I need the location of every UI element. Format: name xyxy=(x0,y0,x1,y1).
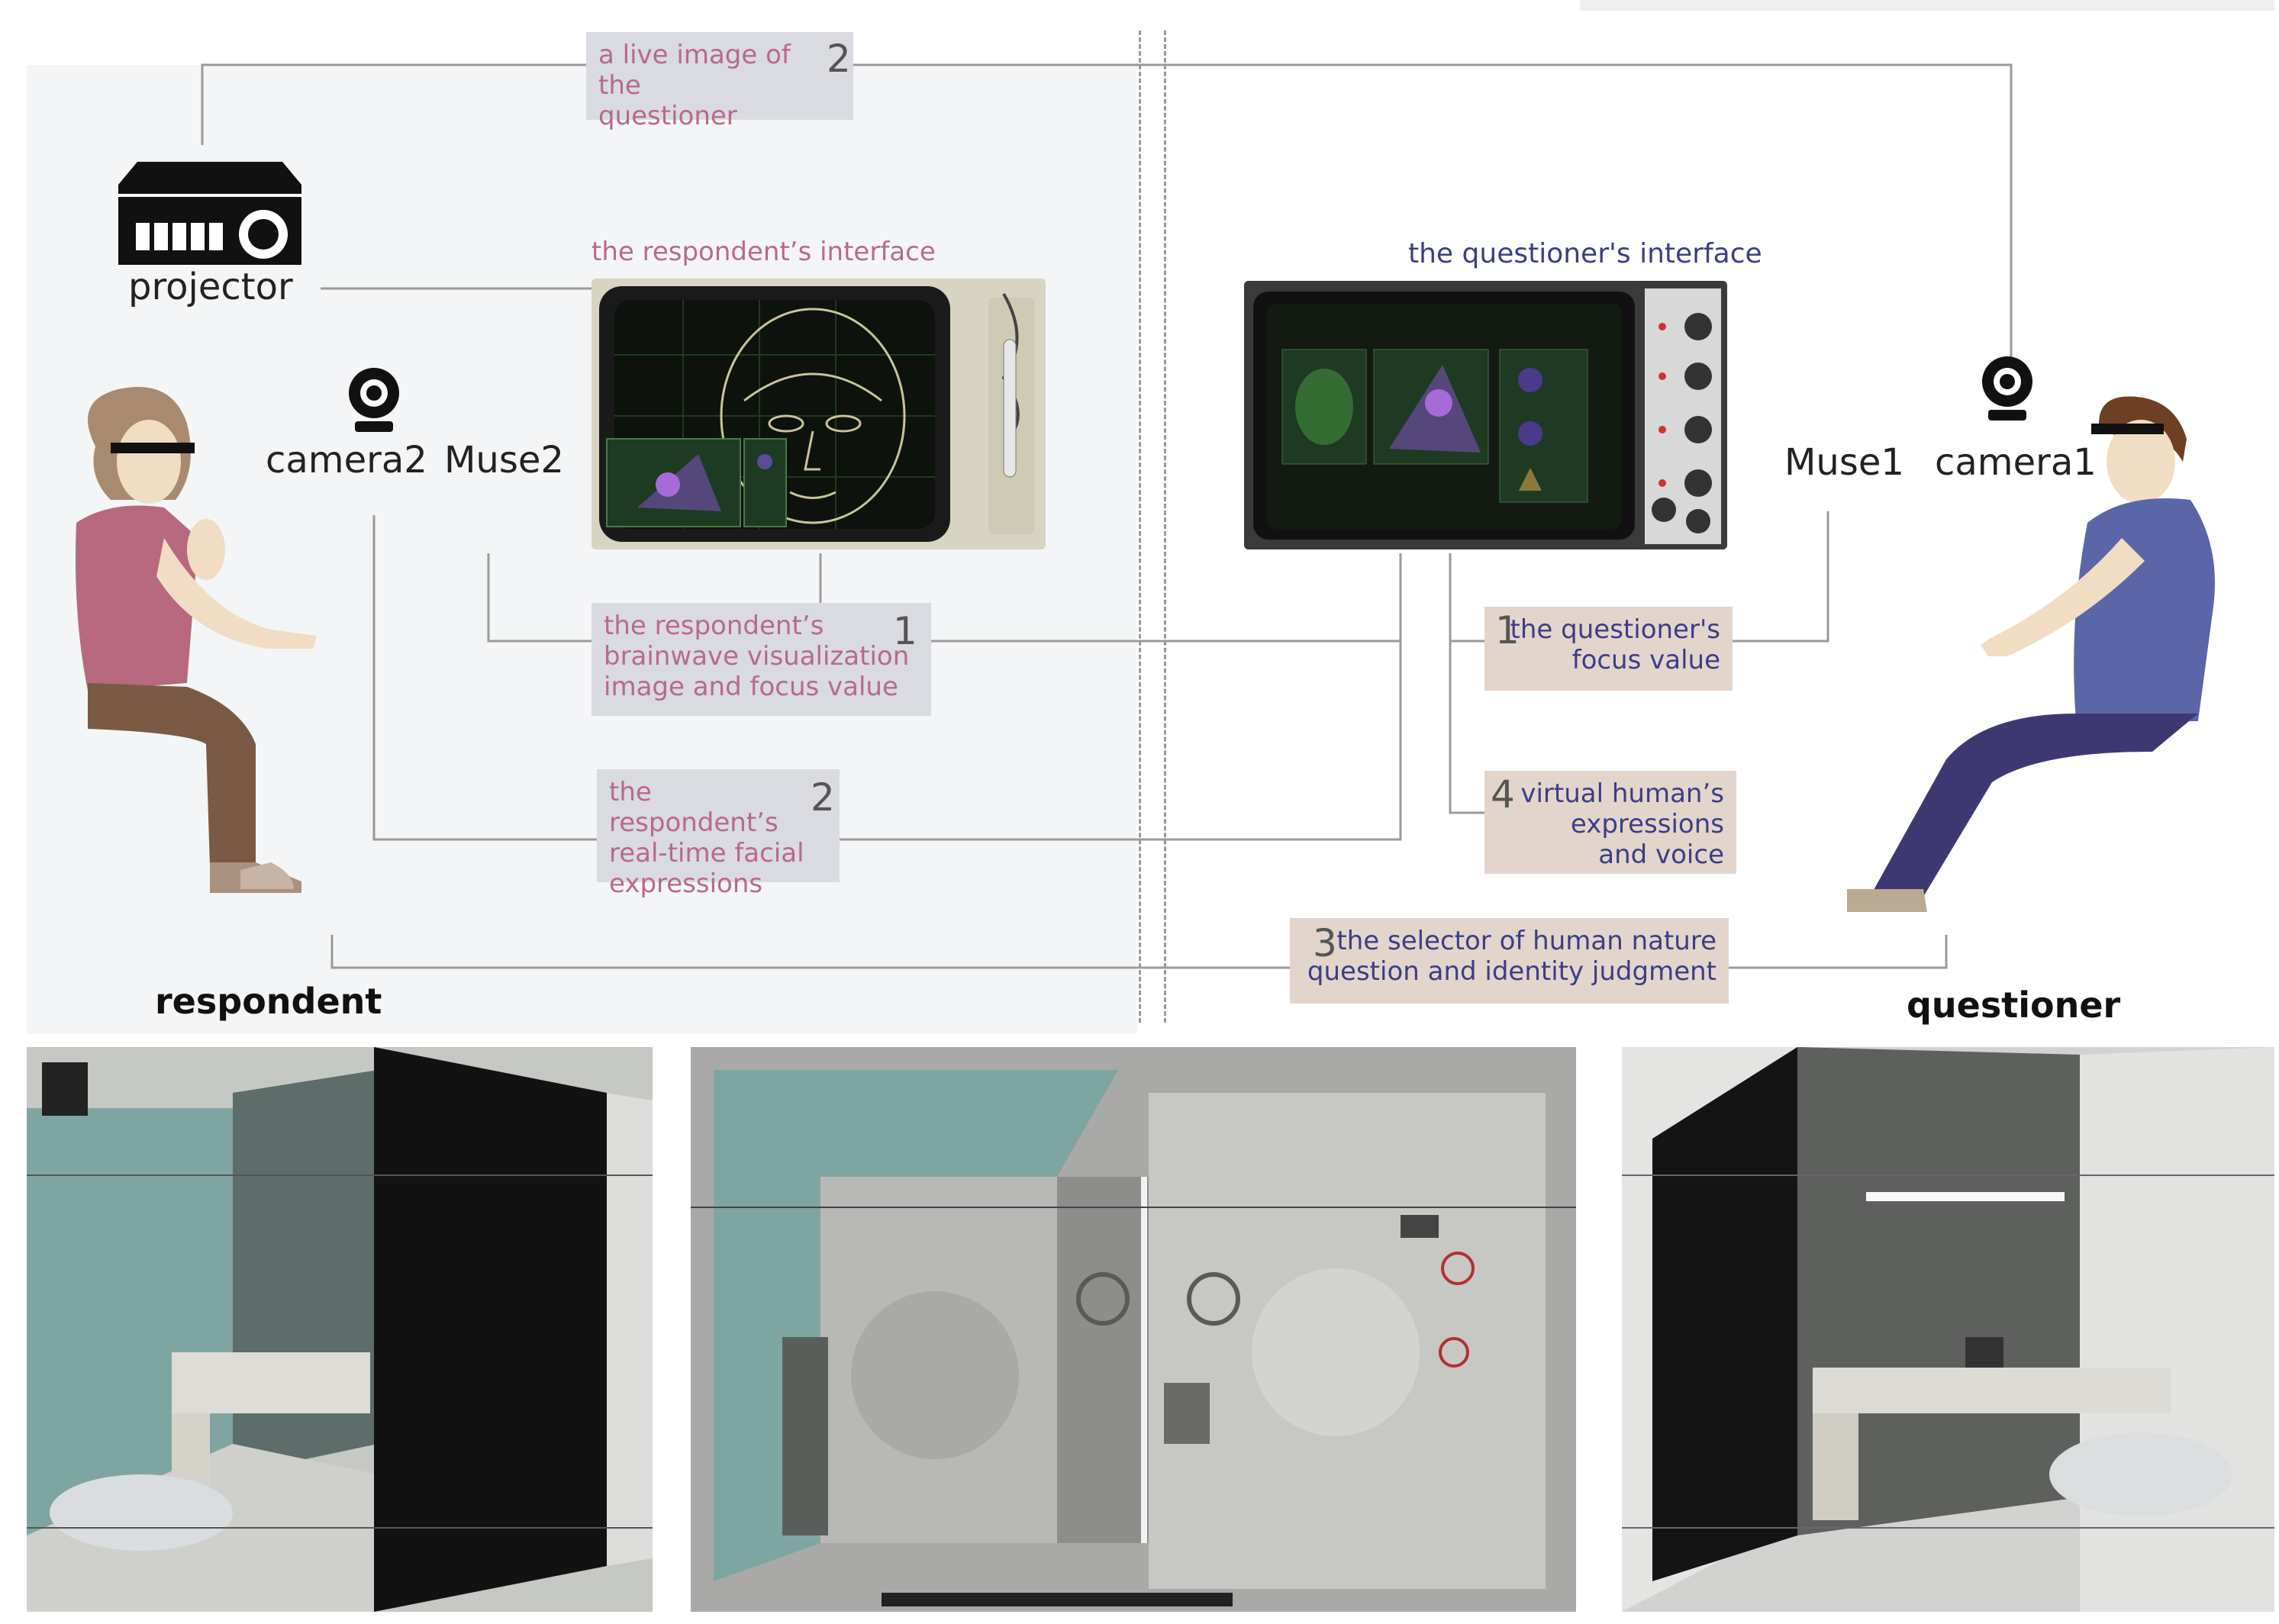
flow-respondent-brainwave-number: 1 xyxy=(893,609,917,653)
camera1-label: camera1 xyxy=(1935,441,2097,484)
muse2-label: Muse2 xyxy=(444,439,564,482)
flow-questioner-focus: the questioner's focus value 1 xyxy=(1484,607,1733,691)
projector-label: projector xyxy=(128,266,293,308)
divider-dashed-left xyxy=(1139,31,1141,1023)
flow-virtual-human-number: 4 xyxy=(1491,772,1515,817)
render-top-view xyxy=(691,1047,1576,1612)
questioner-figure xyxy=(1847,396,2215,912)
connector-lines xyxy=(201,63,2013,969)
questioner-interface-screenshot xyxy=(1244,281,1727,549)
camera2-label: camera2 xyxy=(266,439,427,482)
flow-respondent-brainwave-text: the respondent’s brainwave visualization… xyxy=(604,611,910,703)
flow-selector: the selector of human nature question an… xyxy=(1290,918,1729,1004)
flow-selector-number: 3 xyxy=(1313,921,1337,965)
flow-respondent-facial-text: the respondent’s real-time facial expres… xyxy=(609,777,804,900)
flow-questioner-focus-text: the questioner's focus value xyxy=(1510,614,1720,676)
flow-selector-text: the selector of human nature question an… xyxy=(1307,926,1717,988)
respondent-figure xyxy=(76,387,317,893)
projector-icon xyxy=(118,162,301,265)
camera1-icon xyxy=(1982,356,2032,420)
render-questioner-side xyxy=(1622,1047,2274,1612)
flow-respondent-brainwave: the respondent’s brainwave visualization… xyxy=(592,603,931,716)
respondent-interface-screenshot xyxy=(592,279,1046,549)
respondent-interface-title: the respondent’s interface xyxy=(592,237,936,267)
flow-virtual-human: virtual human’s expressions and voice 4 xyxy=(1484,771,1736,874)
flow-respondent-facial: the respondent’s real-time facial expres… xyxy=(597,769,840,899)
questioner-interface-title: the questioner's interface xyxy=(1408,238,1762,269)
flow-live-image: a live image of the questioner 2 xyxy=(586,32,853,131)
flow-questioner-focus-number: 1 xyxy=(1495,608,1520,652)
flow-virtual-human-text: virtual human’s expressions and voice xyxy=(1520,778,1724,871)
respondent-label: respondent xyxy=(155,981,382,1022)
flow-respondent-facial-number: 2 xyxy=(811,775,835,820)
flow-live-image-text: a live image of the questioner xyxy=(598,40,791,132)
render-respondent-side xyxy=(27,1047,653,1612)
divider-dashed-right xyxy=(1164,31,1166,1023)
flow-live-image-number: 2 xyxy=(827,37,851,81)
top-edge-bar xyxy=(1580,0,2274,11)
camera2-icon xyxy=(349,368,399,432)
questioner-label: questioner xyxy=(1907,984,2121,1026)
muse1-label: Muse1 xyxy=(1784,441,1904,484)
